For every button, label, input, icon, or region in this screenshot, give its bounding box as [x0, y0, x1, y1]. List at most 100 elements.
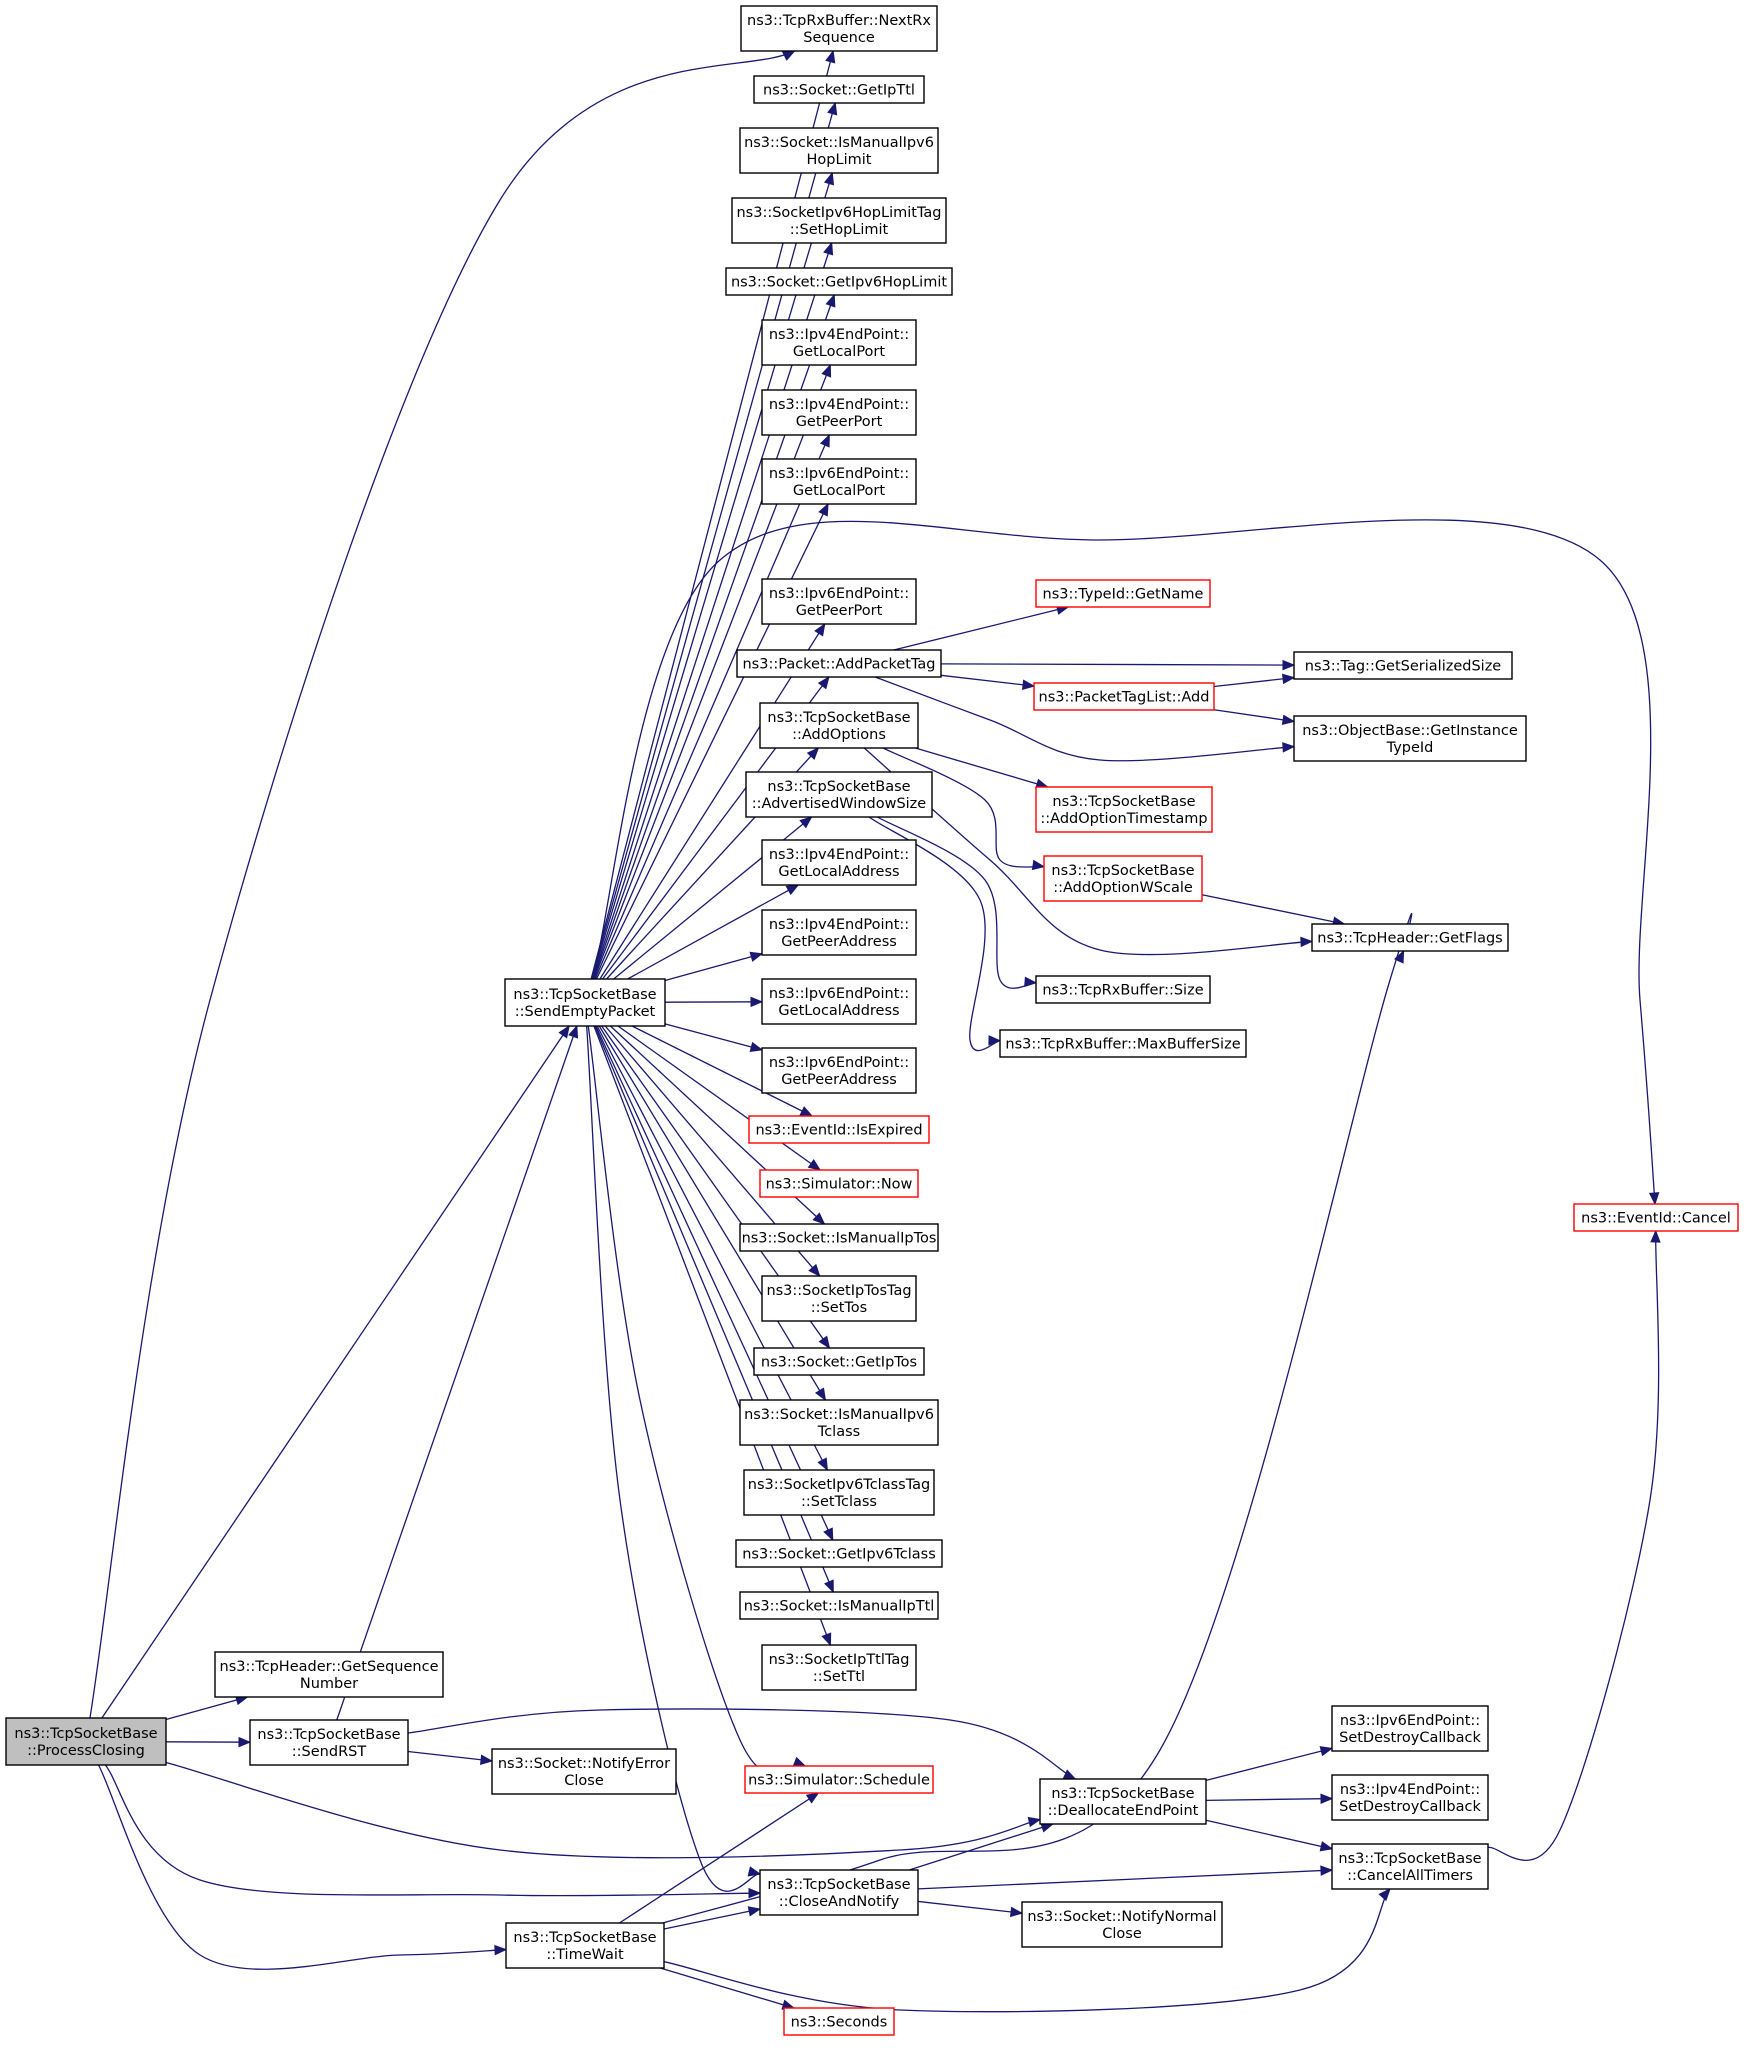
node-hopLimTag[interactable]: ns3::SocketIpv6HopLimitTag::SetHopLimit: [731, 197, 947, 244]
node-ipv6LocAddr[interactable]: ns3::Ipv6EndPoint::GetLocalAddress: [761, 978, 917, 1025]
node-sendRst[interactable]: ns3::TcpSocketBase::SendRST: [249, 1719, 409, 1766]
nodes-layer: ns3::TcpSocketBase::ProcessClosingns3::T…: [5, 5, 1739, 2036]
arrowhead: [799, 1106, 814, 1117]
edge-line: [631, 1025, 813, 1117]
node-isManIpTos[interactable]: ns3::Socket::IsManualIpTos: [739, 1223, 939, 1252]
node-box: [249, 1719, 409, 1766]
node-box: [783, 2007, 895, 2036]
node-isExpired[interactable]: ns3::EventId::IsExpired: [748, 1115, 930, 1144]
node-label: ns3::TcpSocketBase: [14, 1726, 157, 1742]
node-ptlAdd[interactable]: ns3::PacketTagList::Add: [1033, 682, 1215, 711]
node-ipv6LocPort[interactable]: ns3::Ipv6EndPoint::GetLocalPort: [761, 458, 917, 505]
node-optTs[interactable]: ns3::TcpSocketBase::AddOptionTimestamp: [1035, 786, 1213, 833]
edge-root-to-sendEmpty: [101, 1024, 570, 1719]
node-isManIpTtl[interactable]: ns3::Socket::IsManualIpTtl: [739, 1591, 939, 1620]
node-label: ::SendRST: [292, 1744, 367, 1760]
edge-line: [619, 1792, 819, 1924]
node-ipv4LocPort[interactable]: ns3::Ipv4EndPoint::GetLocalPort: [761, 319, 917, 366]
node-label: ns3::ObjectBase::GetInstance: [1302, 723, 1518, 739]
edge-sendEmpty-to-ipv4PeerPort: [594, 433, 830, 980]
node-ipv6Destroy[interactable]: ns3::Ipv6EndPoint::SetDestroyCallback: [1331, 1705, 1489, 1752]
node-box: [761, 839, 917, 886]
node-getIpv6Hop[interactable]: ns3::Socket::GetIpv6HopLimit: [725, 267, 953, 296]
node-ipv4PeerAddr[interactable]: ns3::Ipv4EndPoint::GetPeerAddress: [761, 909, 917, 956]
node-root[interactable]: ns3::TcpSocketBase::ProcessClosing: [5, 1717, 167, 1766]
arrowhead: [825, 293, 836, 308]
node-label: HopLimit: [807, 152, 872, 168]
node-label: ns3::Ipv6EndPoint::: [769, 586, 909, 602]
edge-sendEmpty-to-isExpired: [631, 1025, 814, 1117]
node-box: [753, 75, 925, 104]
node-box: [745, 771, 933, 818]
node-simSched[interactable]: ns3::Simulator::Schedule: [744, 1765, 934, 1794]
node-label: GetPeerAddress: [781, 934, 897, 950]
arrowhead: [1021, 679, 1036, 690]
node-tosTag[interactable]: ns3::SocketIpTosTag::SetTos: [761, 1275, 917, 1322]
node-box: [740, 5, 938, 52]
node-rxSize[interactable]: ns3::TcpRxBuffer::Size: [1035, 975, 1211, 1004]
node-ttlTag[interactable]: ns3::SocketIpTtlTag::SetTtl: [761, 1644, 917, 1691]
arrowhead: [818, 1335, 831, 1350]
node-advWin[interactable]: ns3::TcpSocketBase::AdvertisedWindowSize: [745, 771, 933, 818]
node-box: [725, 267, 953, 296]
node-label: ::CloseAndNotify: [779, 1894, 900, 1910]
node-label: ns3::Socket::GetIpv6HopLimit: [731, 275, 947, 291]
node-typeIdName[interactable]: ns3::TypeId::GetName: [1035, 579, 1211, 608]
edge-line: [165, 1761, 1041, 1859]
arrowhead: [806, 747, 820, 761]
edge-line: [591, 172, 833, 980]
node-getIpTos[interactable]: ns3::Socket::GetIpTos: [753, 1347, 925, 1376]
node-box: [1021, 1901, 1223, 1948]
node-tagSerSize[interactable]: ns3::Tag::GetSerializedSize: [1293, 651, 1513, 680]
node-evCancel[interactable]: ns3::EventId::Cancel: [1573, 1203, 1739, 1232]
edge-line: [1213, 676, 1295, 688]
edge-line: [596, 1025, 828, 1471]
edge-closeNotify-to-cancelAll: [917, 1865, 1334, 1890]
node-label: ::AdvertisedWindowSize: [752, 796, 927, 812]
node-seconds[interactable]: ns3::Seconds: [783, 2007, 895, 2036]
node-dealloc[interactable]: ns3::TcpSocketBase::DeallocateEndPoint: [1039, 1778, 1207, 1825]
node-box: [999, 1029, 1247, 1058]
node-getIpv6Tc[interactable]: ns3::Socket::GetIpv6Tclass: [735, 1539, 943, 1568]
edge-line: [1205, 1819, 1333, 1850]
node-label: SetDestroyCallback: [1339, 1799, 1481, 1815]
edge-cancelAll-to-evCancel: [1487, 1229, 1661, 1861]
node-box: [761, 978, 917, 1025]
edge-sendEmpty-to-isManIpv6Tc: [598, 1025, 827, 1402]
node-ipv4Destroy[interactable]: ns3::Ipv4EndPoint::SetDestroyCallback: [1331, 1774, 1489, 1821]
node-tclassTag[interactable]: ns3::SocketIpv6TclassTag::SetTclass: [743, 1469, 935, 1516]
node-closeNotify[interactable]: ns3::TcpSocketBase::CloseAndNotify: [759, 1869, 919, 1916]
node-getFlags[interactable]: ns3::TcpHeader::GetFlags: [1311, 923, 1509, 952]
node-box: [759, 1169, 919, 1198]
node-box: [761, 1275, 917, 1322]
node-timeWait[interactable]: ns3::TcpSocketBase::TimeWait: [505, 1922, 665, 1969]
edge-sendRst-to-sendEmpty: [336, 1024, 579, 1721]
node-rxMax[interactable]: ns3::TcpRxBuffer::MaxBufferSize: [999, 1029, 1247, 1058]
node-ipv4PeerPort[interactable]: ns3::Ipv4EndPoint::GetPeerPort: [761, 389, 917, 436]
node-sendEmpty[interactable]: ns3::TcpSocketBase::SendEmptyPacket: [504, 978, 666, 1027]
node-simNow[interactable]: ns3::Simulator::Now: [759, 1169, 919, 1198]
node-label: ::SendEmptyPacket: [515, 1004, 656, 1020]
node-addPktTag[interactable]: ns3::Packet::AddPacketTag: [736, 649, 942, 678]
node-ipv4LocAddr[interactable]: ns3::Ipv4EndPoint::GetLocalAddress: [761, 839, 917, 886]
node-optWs[interactable]: ns3::TcpSocketBase::AddOptionWScale: [1043, 855, 1203, 902]
node-cancelAll[interactable]: ns3::TcpSocketBase::CancelAllTimers: [1331, 1843, 1489, 1890]
node-addOptions[interactable]: ns3::TcpSocketBase::AddOptions: [759, 702, 919, 749]
node-label: Tclass: [817, 1424, 860, 1440]
node-ipv6PeerPort[interactable]: ns3::Ipv6EndPoint::GetPeerPort: [761, 578, 917, 625]
node-getIpTtl[interactable]: ns3::Socket::GetIpTtl: [753, 75, 925, 104]
arrowhead: [1027, 1816, 1042, 1828]
node-box: [1331, 1705, 1489, 1752]
node-ipv6PeerAddr[interactable]: ns3::Ipv6EndPoint::GetPeerAddress: [761, 1047, 917, 1094]
edge-line: [594, 434, 830, 980]
node-label: ns3::TcpHeader::GetFlags: [1317, 931, 1502, 947]
edge-dealloc-to-cancelAll: [1205, 1819, 1334, 1852]
node-box: [748, 1115, 930, 1144]
